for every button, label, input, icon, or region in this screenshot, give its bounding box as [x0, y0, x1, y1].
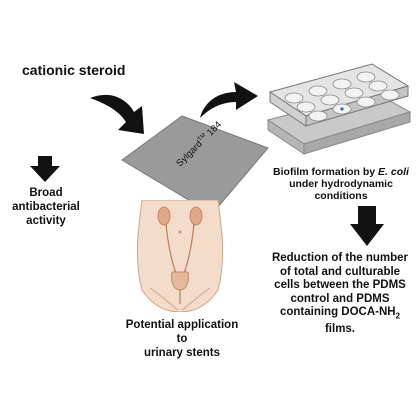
- doca-text: containing DOCA-NH: [279, 306, 396, 318]
- curved-arrow-icon: [200, 82, 258, 118]
- reduction-line-2: of total and culturable: [279, 265, 401, 278]
- reduction-line-1: Reduction of the number: [271, 252, 409, 264]
- well-plate-icon: [266, 63, 412, 155]
- stents-line-1: Potential application to: [125, 319, 239, 345]
- urinary-anatomy-icon: [136, 200, 224, 312]
- antibacterial-caption: Broad antibacterial activity: [0, 186, 92, 228]
- stents-line-2: urinary stents: [143, 347, 221, 359]
- reduction-line-6: films.: [324, 322, 356, 335]
- reduction-line-4: control and PDMS: [290, 292, 390, 305]
- e-coli-text: E. coli: [378, 166, 409, 178]
- biofilm-line-2: under hydrodynamic conditions: [289, 178, 393, 202]
- biofilm-text: Biofilm formation by: [273, 166, 379, 178]
- biofilm-caption: Biofilm formation by E. coli under hydro…: [262, 166, 420, 202]
- cationic-steroid-label: cationic steroid: [22, 62, 126, 78]
- reduction-line-3: cells between the PDMS: [274, 279, 406, 291]
- antibacterial-line-1: Broad antibacterial: [12, 187, 80, 213]
- stents-caption: Potential application to urinary stents: [124, 318, 240, 360]
- biofilm-line-1: Biofilm formation by E. coli: [262, 166, 420, 178]
- down-arrow-icon: [350, 206, 384, 246]
- antibacterial-line-2: activity: [26, 215, 66, 227]
- pdms-square-icon: [121, 115, 269, 215]
- reduction-caption: Reduction of the number of total and cul…: [262, 252, 418, 336]
- curved-arrow-icon: [90, 94, 144, 134]
- doca-subscript: 2: [395, 311, 401, 321]
- reduction-line-5: containing DOCA-NH2: [262, 306, 418, 323]
- down-arrow-icon: [30, 156, 60, 182]
